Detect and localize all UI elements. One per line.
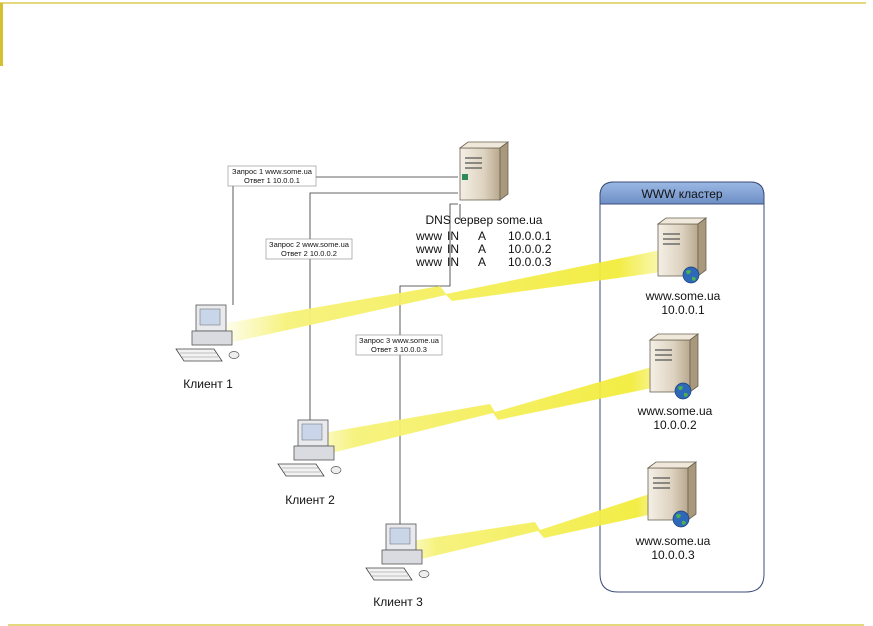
response-label: Ответ 2 10.0.0.2 (281, 249, 337, 258)
dns-record-type: A (478, 255, 486, 269)
client-label: Клиент 3 (373, 595, 423, 609)
server-host: www.some.ua (637, 404, 713, 418)
callout-client-3: Запрос 3 www.some.ua Ответ 3 10.0.0.3 (355, 334, 443, 356)
callout-box (265, 238, 353, 260)
dns-record-name: www (415, 229, 442, 243)
beam-client-3 (392, 484, 680, 566)
server-host: www.some.ua (645, 289, 721, 303)
dns-record-type: A (478, 242, 486, 256)
client-label: Клиент 1 (183, 377, 233, 391)
dns-record: www IN A 10.0.0.1 (415, 229, 552, 243)
query-line-client-3 (399, 203, 461, 525)
dns-server-title: DNS сервер some.ua (426, 213, 543, 227)
server-ip: 10.0.0.3 (651, 548, 695, 562)
web-server-3: www.some.ua 10.0.0.3 (635, 461, 711, 562)
server-ip: 10.0.0.2 (653, 418, 697, 432)
response-label: Ответ 3 10.0.0.3 (371, 345, 427, 354)
request-label: Запрос 1 www.some.ua (232, 167, 313, 176)
dns-server: DNS сервер some.ua www IN A 10.0.0.1 www… (415, 141, 552, 269)
web-server-icon (657, 217, 707, 277)
desktop-computer-icon (175, 304, 240, 362)
response-label: Ответ 1 10.0.0.1 (244, 176, 300, 185)
globe-icon (672, 510, 690, 528)
dns-server-icon (459, 141, 509, 201)
desktop-computer-icon (277, 419, 342, 477)
callout-client-1: Запрос 1 www.some.ua Ответ 1 10.0.0.1 (227, 165, 317, 187)
dns-record-address: 10.0.0.3 (508, 255, 552, 269)
beam-client-1 (215, 244, 690, 346)
dns-record: www IN A 10.0.0.3 (415, 255, 552, 269)
dns-record-type: A (478, 229, 486, 243)
dns-record: www IN A 10.0.0.2 (415, 242, 552, 256)
dns-record-address: 10.0.0.1 (508, 229, 552, 243)
dns-record-class: IN (447, 229, 459, 243)
cluster-header (599, 181, 765, 205)
callout-box (227, 165, 317, 187)
request-label: Запрос 2 www.some.ua (269, 240, 350, 249)
server-ip: 10.0.0.1 (661, 303, 705, 317)
cluster-title: WWW кластер (641, 187, 722, 201)
dns-record-address: 10.0.0.2 (508, 242, 552, 256)
client-1: Клиент 1 (175, 304, 240, 391)
dns-record-table: www IN A 10.0.0.1 www IN A 10.0.0.2 www … (415, 229, 552, 269)
dns-record-class: IN (447, 255, 459, 269)
query-line-client-2 (309, 192, 458, 420)
dns-record-class: IN (447, 242, 459, 256)
callout-box (355, 334, 443, 356)
traffic-beams (215, 244, 690, 566)
dns-record-name: www (415, 242, 442, 256)
dns-record-name: www (415, 255, 442, 269)
client-label: Клиент 2 (285, 493, 335, 507)
beam-client-2 (295, 356, 690, 462)
web-server-icon (647, 461, 697, 521)
dns-query-lines (232, 176, 461, 525)
globe-icon (682, 266, 700, 284)
request-label: Запрос 3 www.some.ua (359, 336, 440, 345)
globe-icon (674, 382, 692, 400)
client-3: Клиент 3 (365, 523, 430, 609)
client-2: Клиент 2 (277, 419, 342, 507)
callout-client-2: Запрос 2 www.some.ua Ответ 2 10.0.0.2 (265, 238, 353, 260)
web-server-icon (649, 333, 699, 393)
desktop-computer-icon (365, 523, 430, 581)
web-server-2: www.some.ua 10.0.0.2 (637, 333, 713, 432)
web-server-1: www.some.ua 10.0.0.1 (645, 217, 721, 317)
server-host: www.some.ua (635, 534, 711, 548)
